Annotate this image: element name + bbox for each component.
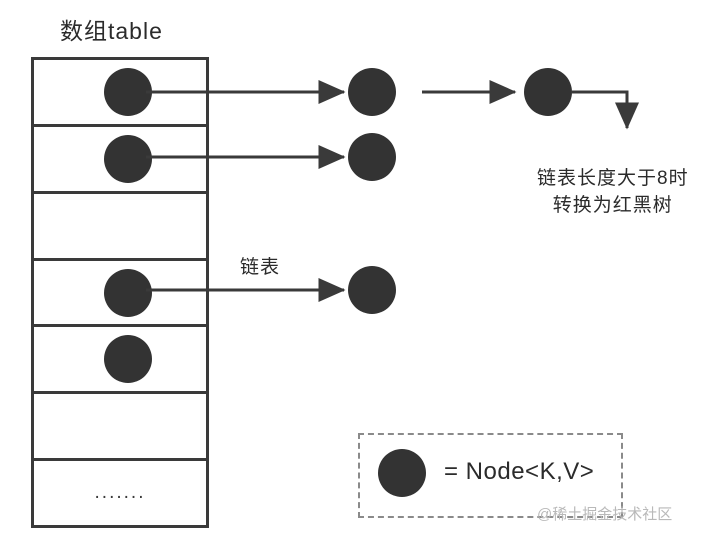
- node-circle: [104, 67, 152, 116]
- legend-box: [358, 433, 623, 518]
- array-table: .......: [31, 57, 209, 528]
- table-row: [34, 194, 206, 261]
- treeify-note-line1: 链表长度大于8时: [537, 168, 689, 189]
- node-circle: [104, 335, 152, 384]
- table-row: [34, 60, 206, 127]
- node-circle: [348, 133, 396, 181]
- table-row: [34, 127, 206, 194]
- treeify-note: 链表长度大于8时 转换为红黑树: [537, 165, 689, 219]
- node-circle: [348, 68, 396, 116]
- node-circle: [104, 268, 152, 317]
- node-circle: [104, 134, 152, 183]
- page-title: 数组table: [60, 18, 163, 44]
- node-circle: [348, 266, 396, 314]
- legend-label: = Node<K,V>: [444, 458, 595, 485]
- linked-list-label: 链表: [240, 257, 281, 278]
- table-row: [34, 261, 206, 328]
- legend-node-circle-icon: [378, 449, 426, 497]
- treeify-note-line2: 转换为红黑树: [552, 195, 673, 216]
- watermark: @稀土掘金技术社区: [537, 506, 673, 523]
- table-row: [34, 327, 206, 395]
- ellipsis-label: .......: [94, 482, 146, 504]
- table-row: .......: [34, 461, 206, 525]
- table-row: [34, 394, 206, 462]
- node-circle: [524, 68, 572, 116]
